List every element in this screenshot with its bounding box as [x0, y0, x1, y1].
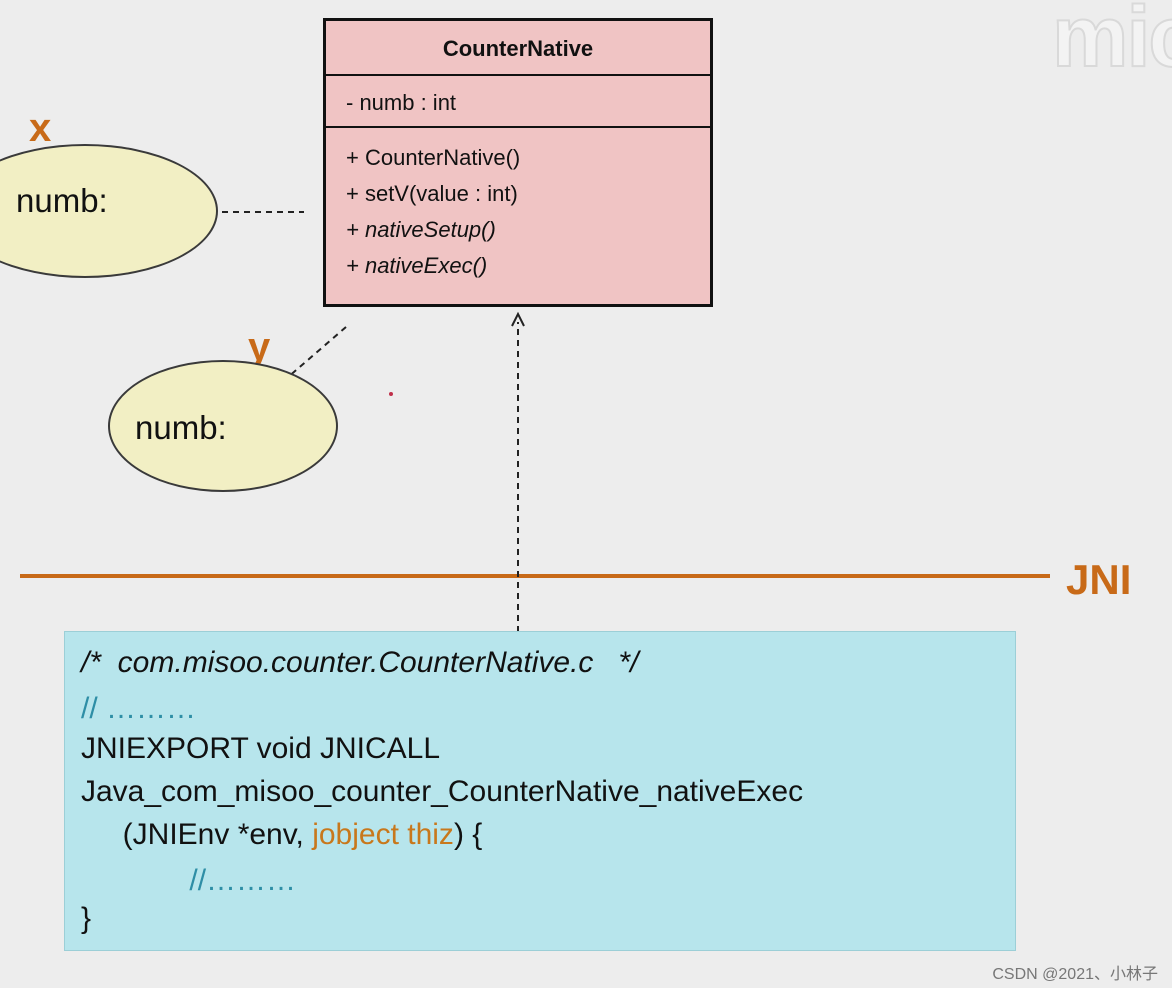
uml-methods: + CounterNative() + setV(value : int) + … [326, 128, 710, 284]
code-line: } [81, 902, 92, 935]
object-y-field-label: numb: [135, 409, 227, 446]
dependency-arrow-head [511, 311, 525, 327]
code-text: ) { [453, 818, 483, 851]
code-comment-line: // ……… [81, 692, 197, 725]
uml-attributes: - numb : int [326, 76, 710, 128]
uml-method: + CounterNative() [346, 145, 521, 170]
uml-attribute: - numb : int [346, 90, 457, 115]
uml-method: + setV(value : int) [346, 181, 518, 206]
object-x-field-label: numb: [16, 182, 108, 219]
uml-class-box: CounterNative - numb : int + CounterNati… [323, 18, 713, 307]
uml-class-name: CounterNative [326, 21, 710, 76]
object-y-name: y [248, 325, 271, 369]
watermark-logo: mic [1051, 0, 1172, 85]
uml-method-abstract: + nativeExec() [346, 253, 488, 278]
cursor-dot [389, 392, 393, 396]
code-highlight: jobject thiz [312, 818, 454, 851]
code-text: (JNIEnv *env, [81, 818, 313, 851]
code-comment-line: //……… [81, 864, 297, 897]
code-box: /* com.misoo.counter.CounterNative.c */ … [64, 631, 1016, 951]
code-line: JNIEXPORT void JNICALL [81, 732, 441, 765]
object-x-name: x [29, 106, 52, 150]
object-y-link [286, 326, 347, 379]
jni-label: JNI [1066, 556, 1132, 603]
credit-watermark: CSDN @2021、小林子 [992, 966, 1158, 983]
object-y-ellipse [108, 360, 338, 492]
code-comment-header: /* com.misoo.counter.CounterNative.c */ [81, 646, 639, 679]
uml-method-abstract: + nativeSetup() [346, 217, 496, 242]
code-line: Java_com_misoo_counter_CounterNative_nat… [81, 775, 804, 808]
code-line-signature: (JNIEnv *env, jobject thiz) { [81, 818, 483, 851]
object-x-ellipse [0, 144, 218, 278]
